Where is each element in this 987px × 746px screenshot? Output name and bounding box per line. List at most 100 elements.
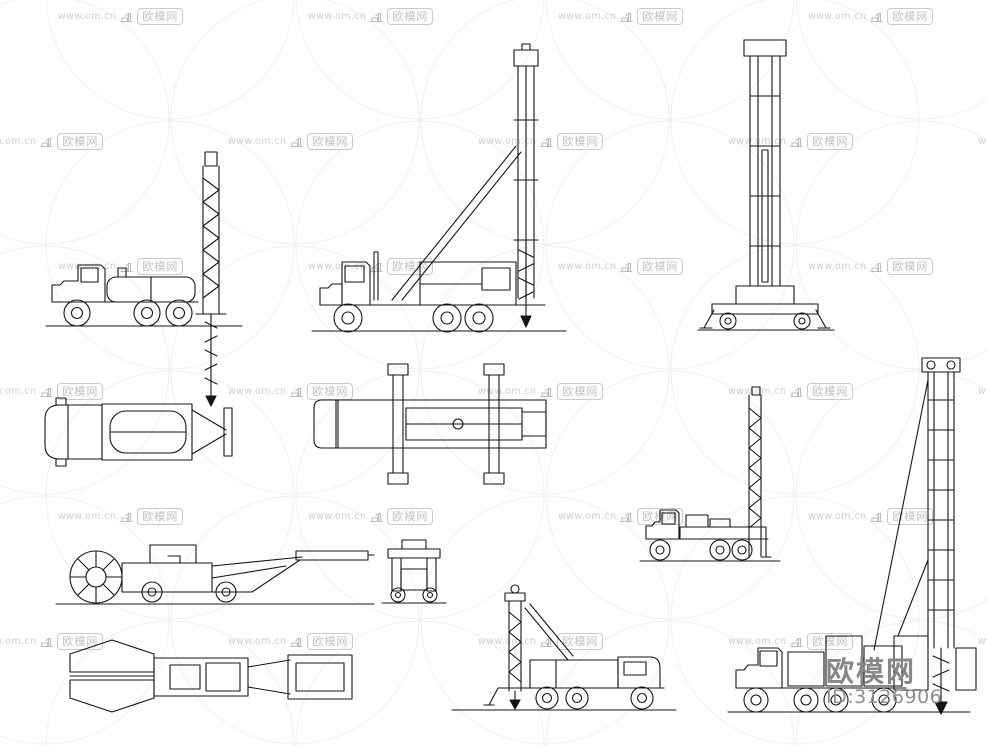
drawing-drill-frame-front [381,539,447,604]
om-logo-icon [620,12,633,22]
watermark-logo-text: 欧模网 [637,8,684,25]
watermark-url: www.om.cn [978,136,987,147]
watermark-logo-text: 欧模网 [557,383,604,400]
watermark: www.om.cn 欧模网 [228,633,354,650]
om-logo-icon [790,387,803,397]
om-logo-icon [40,637,53,647]
watermark-logo-text: 欧模网 [307,133,354,150]
wheels [649,539,753,561]
drawing-drill-rig-plan-outriggers [313,363,547,485]
watermark-logo-text: 欧模网 [387,258,434,275]
watermark-url: www.om.cn [0,136,37,147]
watermark-logo-text: 欧模网 [137,508,184,525]
om-logo-icon [290,387,303,397]
watermark-url: www.om.cn [728,136,787,147]
watermark-logo-text: 欧模网 [887,258,934,275]
watermark-logo-text: 欧模网 [557,633,604,650]
om-logo-icon [370,512,383,522]
watermark-url: www.om.cn [0,636,37,647]
watermark-url: www.om.cn [308,11,367,22]
om-logo-icon [290,137,303,147]
om-logo-icon [370,262,383,272]
watermark-url: www.om.cn [228,136,287,147]
mast [504,584,574,710]
drawing-equipment-truck-side [727,635,971,713]
watermark: www.om.cn 欧模网 [58,258,184,275]
drawing-drill-truck-plan [44,397,233,467]
watermark: www.om.cn 欧模网 [728,633,854,650]
drawing-mast-drill-truck-side [311,43,567,333]
watermark-url: www.om.cn [0,386,37,397]
wheels [719,312,811,330]
watermark-logo-text: 欧模网 [807,383,854,400]
watermark-logo-text: 欧模网 [137,258,184,275]
watermark-url: www.om.cn [478,136,537,147]
drawing-small-drill-rig-truck [639,386,781,562]
om-logo-icon [870,262,883,272]
watermark-url: www.om.cn [478,386,537,397]
base-carrier [697,285,835,331]
watermark-logo-text: 欧模网 [57,383,104,400]
outriggers [387,363,505,485]
watermark-url: www.om.cn [558,11,617,22]
wheels [63,299,193,327]
watermark: www.om.cn 欧模网 [478,133,604,150]
mast [748,386,762,557]
watermark-url: www.om.cn [58,11,117,22]
watermark-url: www.om.cn [978,386,987,397]
om-logo-icon [120,12,133,22]
om-logo-icon [870,12,883,22]
watermark: www.om.cn 欧模网 [308,8,434,25]
drawing-tunnel-jumbo-plan [69,639,353,713]
om-logo-icon [40,387,53,397]
watermark-logo-text: 欧模网 [387,8,434,25]
watermark: www.om.cn 欧模网 [728,133,854,150]
truck-body [735,635,907,689]
drawing-auger-drill-truck-side [45,151,243,407]
om-logo-icon [540,137,553,147]
om-logo-icon [540,387,553,397]
watermark-url: www.om.cn [808,511,867,522]
wheels [535,686,654,710]
drum-wheel [69,550,123,604]
truck-body [639,509,781,562]
drawing-tunnel-jumbo-side [55,544,375,605]
boom-feed [211,550,375,593]
support-body [893,559,977,691]
watermark-logo-text: 欧模网 [307,633,354,650]
watermark-logo-text: 欧模网 [57,633,104,650]
om-logo-icon [870,512,883,522]
watermark-url: www.om.cn [728,636,787,647]
watermark-url: www.om.cn [558,261,617,272]
watermark-url: www.om.cn [228,636,287,647]
watermark-url: www.om.cn [228,386,287,397]
watermark: www.om.cn 欧模网 [0,383,104,400]
watermark: www.om.cn 欧模网 [0,133,104,150]
om-logo-icon [790,637,803,647]
watermark-logo-text: 欧模网 [387,508,434,525]
watermark-url: www.om.cn [58,511,117,522]
watermark-url: www.om.cn [58,261,117,272]
watermark: www.om.cn 欧模网 [0,633,104,650]
wheels [333,303,494,333]
watermark-url: www.om.cn [808,11,867,22]
drawing-drill-rig-front [697,39,835,331]
watermark-logo-text: 欧模网 [57,133,104,150]
watermark-logo-text: 欧模网 [807,133,854,150]
watermark-logo-text: 欧模网 [557,133,604,150]
body [313,399,547,449]
om-logo-icon [540,637,553,647]
watermark-logo-text: 欧模网 [807,633,854,650]
om-logo-icon [620,512,633,522]
drill-mast [195,151,227,315]
